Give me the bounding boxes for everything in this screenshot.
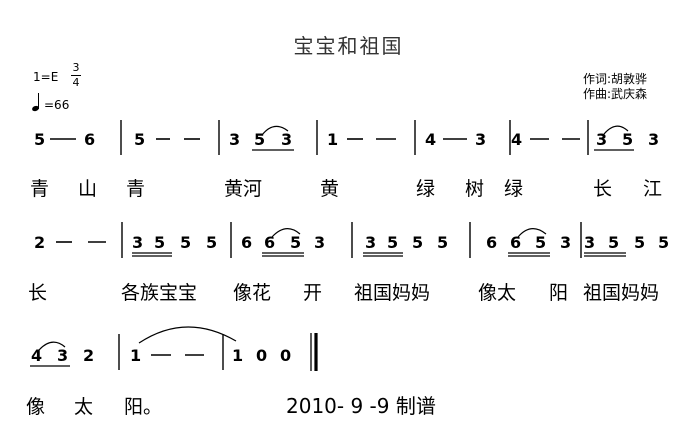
lyric: 绿 [416, 178, 436, 200]
note: 3 [314, 233, 325, 252]
note: 4 [425, 130, 436, 149]
note: 3 [596, 130, 607, 149]
lyric: 黄河 [224, 178, 263, 200]
lyric: 山 [78, 178, 98, 200]
note: 3 [648, 130, 659, 149]
tempo-value: =66 [44, 98, 70, 112]
note: 2 [34, 233, 45, 252]
lyric: 太 [74, 396, 94, 418]
lyric: 像花 [233, 282, 272, 304]
note: 6 [264, 233, 275, 252]
note: 2 [83, 346, 94, 365]
credits: 作词:胡敦骅 作曲:武庆森 [583, 72, 647, 102]
time-signature: 3 4 [71, 62, 81, 89]
lyric: 长 [28, 282, 48, 304]
note: 3 [584, 233, 595, 252]
note: 5 [290, 233, 301, 252]
key-signature: 1=E [33, 70, 59, 84]
note: 3 [57, 346, 68, 365]
note: 0 [280, 346, 291, 365]
lyric: 像太 [478, 282, 517, 304]
lyric: 像 [26, 396, 46, 418]
lyric: 江 [643, 178, 663, 200]
lyric: 绿 [504, 178, 524, 200]
transcription-date: 2010- 9 -9 制谱 [286, 394, 436, 418]
note: 3 [475, 130, 486, 149]
note: 5 [154, 233, 165, 252]
lyric: 开 [303, 282, 323, 304]
note: 1 [130, 346, 141, 365]
note: 5 [387, 233, 398, 252]
note: 3 [281, 130, 292, 149]
note: 6 [84, 130, 95, 149]
note: 4 [511, 130, 522, 149]
note: 4 [31, 346, 42, 365]
notation-row-2: 2 3 5 5 5 6 6 5 3 3 5 5 5 6 [34, 222, 669, 258]
note: 3 [132, 233, 143, 252]
tempo-marking: =66 [31, 92, 70, 113]
note: 5 [254, 130, 265, 149]
notation-row-1: 5 6 5 3 5 3 1 4 3 4 3 [34, 120, 659, 155]
composer: 作曲:武庆森 [583, 87, 648, 101]
note: 1 [327, 130, 338, 149]
lyric: 树 [465, 178, 485, 200]
time-signature-top: 3 [72, 61, 80, 74]
note: 5 [180, 233, 191, 252]
lyricist: 作词:胡敦骅 [583, 72, 648, 86]
note: 1 [232, 346, 243, 365]
note: 5 [34, 130, 45, 149]
quarter-note-icon [31, 92, 44, 113]
lyric: 黄 [320, 178, 340, 200]
lyric: 阳 [549, 282, 569, 304]
song-title: 宝宝和祖国 [293, 34, 404, 58]
note: 3 [229, 130, 240, 149]
note: 5 [658, 233, 669, 252]
lyric: 各族宝宝 [121, 282, 198, 304]
note: 5 [535, 233, 546, 252]
lyric: 祖国妈妈 [354, 282, 431, 304]
note: 5 [622, 130, 633, 149]
time-signature-bar [71, 75, 81, 76]
note: 5 [608, 233, 619, 252]
lyric: 阳。 [124, 396, 163, 418]
note: 6 [241, 233, 252, 252]
note: 3 [560, 233, 571, 252]
note: 5 [134, 130, 145, 149]
lyric: 长 [593, 178, 613, 200]
lyric: 青 [126, 178, 146, 200]
note: 5 [412, 233, 423, 252]
note: 6 [486, 233, 497, 252]
lyric: 青 [30, 178, 50, 200]
note: 3 [365, 233, 376, 252]
lyric: 祖国妈妈 [583, 282, 660, 304]
note: 5 [634, 233, 645, 252]
note: 0 [256, 346, 267, 365]
notation-row-3: 4 3 2 1 1 0 0 [30, 326, 318, 371]
note: 6 [510, 233, 521, 252]
note: 5 [437, 233, 448, 252]
time-signature-bottom: 4 [72, 76, 80, 89]
note: 5 [206, 233, 217, 252]
